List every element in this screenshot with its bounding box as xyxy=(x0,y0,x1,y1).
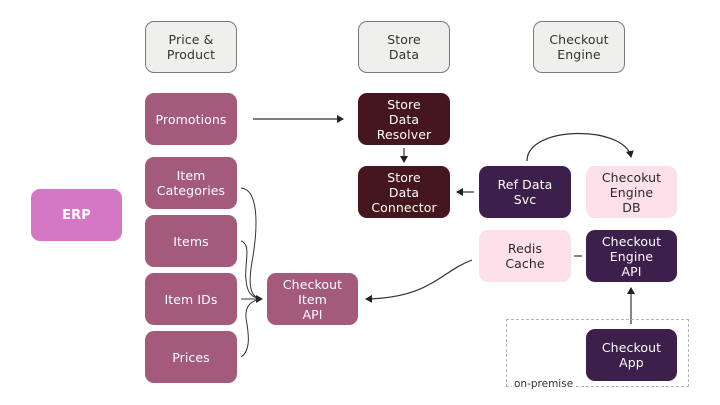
column-header-store-data: Store Data xyxy=(358,21,450,73)
node-redis-cache[interactable]: Redis Cache xyxy=(479,230,571,282)
node-item-ids[interactable]: Item IDs xyxy=(145,273,237,325)
node-erp[interactable]: ERP xyxy=(31,189,122,241)
node-checkout-item-api[interactable]: Checkout Item API xyxy=(267,273,358,325)
column-header-checkout-engine: Checkout Engine xyxy=(533,21,625,73)
node-store-data-resolver[interactable]: Store Data Resolver xyxy=(358,93,450,145)
edge-refdata-to-db xyxy=(526,132,634,162)
node-checkout-engine-db[interactable]: Checokut Engine DB xyxy=(586,166,677,218)
node-promotions[interactable]: Promotions xyxy=(145,93,237,145)
node-checkout-app[interactable]: Checkout App xyxy=(586,329,677,381)
node-item-categories[interactable]: Item Categories xyxy=(145,157,237,209)
edge-prices-to-item-api xyxy=(240,298,263,358)
edge-items-to-item-api xyxy=(240,240,263,300)
node-ref-data-svc[interactable]: Ref Data Svc xyxy=(479,166,571,218)
on-premise-label: on-premise xyxy=(512,378,576,391)
node-items[interactable]: Items xyxy=(145,215,237,267)
edge-categories-to-item-api xyxy=(240,187,263,300)
node-store-data-connector[interactable]: Store Data Connector xyxy=(358,166,450,218)
edge-redis-to-item-api xyxy=(365,259,473,303)
on-premise-group xyxy=(506,319,689,387)
node-prices[interactable]: Prices xyxy=(145,331,237,383)
column-header-price-product: Price & Product xyxy=(145,21,237,73)
node-checkout-engine-api[interactable]: Checkout Engine API xyxy=(586,230,677,282)
